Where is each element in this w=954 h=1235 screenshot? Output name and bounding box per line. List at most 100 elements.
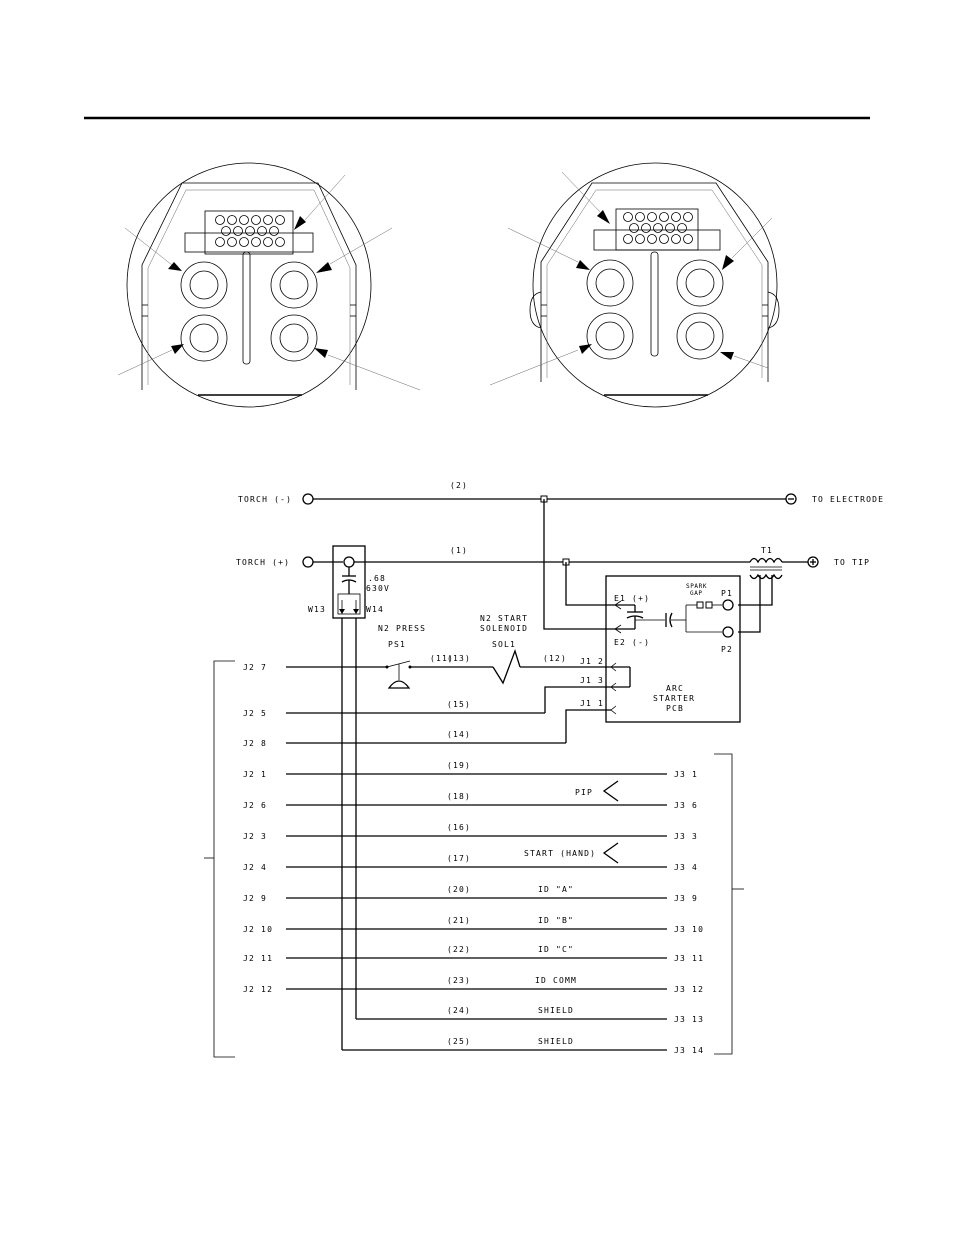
wire-number-label: (16) [447,823,471,832]
terminal-torch-positive [302,556,314,568]
transformer-t1: T1 [738,546,808,633]
signal-label: ID "A" [538,885,574,894]
start-hand-arrow [602,842,619,864]
label-solenoid: SOLENOID [480,624,528,633]
wire-number-label: (19) [447,761,471,770]
j2-pin-label: J2 3 [243,832,267,841]
signal-label: SHIELD [538,1006,574,1015]
wire-label-12: (12) [543,654,567,663]
wire-number-label: (24) [447,1006,471,1015]
label-e2: E2 (-) [614,638,650,647]
label-cap-voltage: 630V [366,584,390,593]
wire-label-2: (2) [450,481,468,490]
wire-number-label: (17) [447,854,471,863]
wire-number-label: (25) [447,1037,471,1046]
capacitor-box [332,545,366,619]
solenoid-sol1 [492,648,521,685]
label-spark: SPARK [686,583,707,590]
terminal-torch-negative [302,493,314,505]
terminal-to-tip [807,556,819,568]
label-sol1: SOL1 [492,640,516,649]
pip-arrow [602,780,619,802]
label-p1: P1 [721,589,733,598]
label-start-hand: START (HAND) [524,849,596,858]
label-n2-start: N2 START [480,614,528,623]
label-pip: PIP [575,788,593,797]
label-gap: GAP [690,590,703,597]
label-e1: E1 (+) [614,594,650,603]
wire-number-label: (23) [447,976,471,985]
terminal-p1 [722,599,734,611]
socket-right-lower-right [676,312,724,360]
wire-number-label: (21) [447,916,471,925]
bracket-j3 [714,753,733,1055]
connector-view-right [489,162,780,408]
label-p2: P2 [721,645,733,654]
j2-pin-label: J2 7 [243,663,267,672]
wire-label-1: (1) [450,546,468,555]
socket-left-upper-left [180,261,228,309]
j2-pin-label: J2 9 [243,894,267,903]
j3-pin-label: J3 1 [674,770,698,779]
j2-pin-label: J2 11 [243,954,273,963]
label-cap-value: .68 [368,574,386,583]
label-torch-positive: TORCH (+) [236,558,290,567]
label-starter: STARTER [653,694,695,703]
j3-pin-label: J3 9 [674,894,698,903]
wire-number-label: (18) [447,792,471,801]
connector-view-left [117,162,421,408]
j3-pin-label: J3 10 [674,925,704,934]
j3-pin-label: J3 11 [674,954,704,963]
j3-pin-label: J3 4 [674,863,698,872]
j3-pin-label: J3 6 [674,801,698,810]
j2-pin-label: J2 6 [243,801,267,810]
j2-pin-label: J2 12 [243,985,273,994]
wire-number-label: (14) [447,730,471,739]
wire-number-label: (13) [447,654,471,663]
signal-label: ID "B" [538,916,574,925]
j2-pin-label: J2 8 [243,739,267,748]
j3-pin-label: J3 14 [674,1046,704,1055]
label-to-tip: TO TIP [834,558,870,567]
signal-label: ID COMM [535,976,577,985]
socket-right-upper-left [586,259,634,307]
j3-pin-label: J3 3 [674,832,698,841]
label-t1: T1 [761,546,773,555]
wire-number-label: (15) [447,700,471,709]
label-j1-1: J1 1 [580,699,604,708]
j2-pin-label: J2 1 [243,770,267,779]
label-ps1: PS1 [388,640,406,649]
label-n2-press: N2 PRESS [378,624,426,633]
label-j1-3: J1 3 [580,676,604,685]
label-pcb: PCB [666,704,684,713]
socket-left-upper-right [270,261,318,309]
label-w14: W14 [366,605,384,614]
terminal-to-electrode [785,493,797,505]
j3-pin-label: J3 13 [674,1015,704,1024]
socket-left-lower-left [180,314,228,362]
j2-pin-label: J2 5 [243,709,267,718]
bracket-j2 [213,660,235,1058]
label-w13: W13 [308,605,326,614]
label-arc: ARC [666,684,684,693]
j3-pin-label: J3 12 [674,985,704,994]
pressure-switch-ps1 [385,660,412,689]
socket-right-lower-left [586,312,634,360]
wire-rows: J2 7 (13) J2 5 (15) J2 8 (14) J2 1 (19) J3 1 J2 6… [243,654,704,1055]
socket-right-upper-right [676,259,724,307]
arc-starter-pcb [605,575,741,723]
label-j1-2: J1 2 [580,657,604,666]
wire-label-11: (11) [430,654,454,663]
wire-number-label: (20) [447,885,471,894]
label-to-electrode: TO ELECTRODE [812,495,884,504]
socket-left-lower-right [270,314,318,362]
j2-pin-label: J2 4 [243,863,267,872]
terminal-p2 [722,626,734,638]
signal-label: SHIELD [538,1037,574,1046]
label-torch-negative: TORCH (-) [238,495,292,504]
wire-number-label: (22) [447,945,471,954]
schematic: TORCH (-) (2) TO ELECTRODE TORCH (+) (1)… [204,481,884,1058]
signal-label: ID "C" [538,945,574,954]
